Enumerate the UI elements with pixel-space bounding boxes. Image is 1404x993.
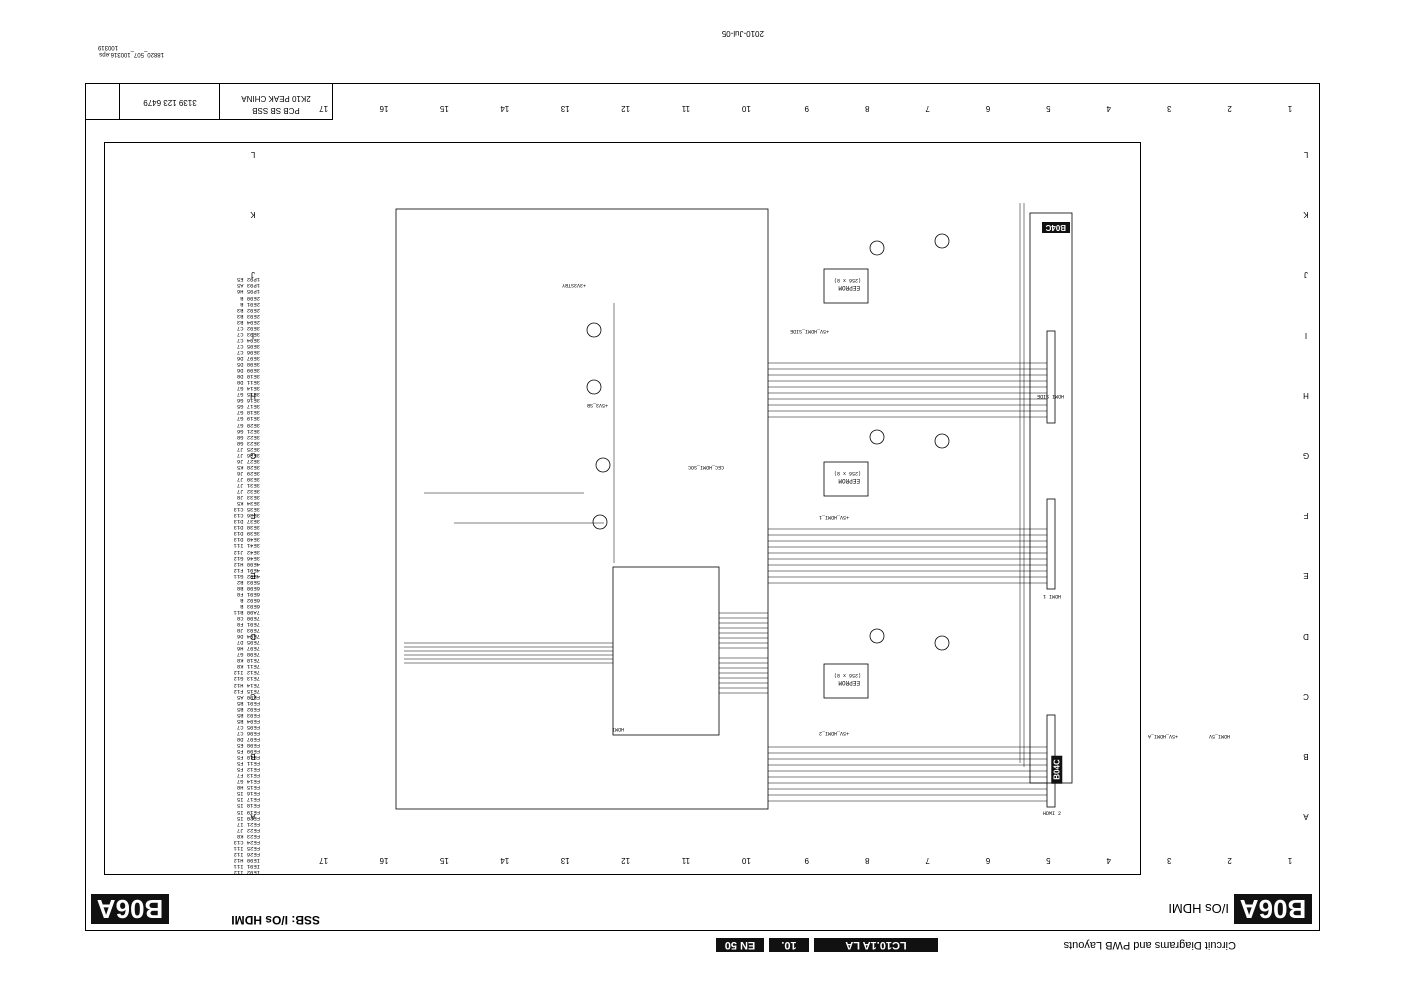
row-letter: G — [1302, 451, 1310, 460]
row-letter: E — [1303, 571, 1309, 581]
column-number: 1 — [1287, 104, 1293, 113]
eeprom-size-3: (256 x 8) — [833, 277, 861, 283]
net-label-5v-hdmi-1: +5V_HDMI_1 — [818, 514, 849, 520]
net-label-5v-hdmi-side: +5V_HDMI_SIDE — [789, 328, 829, 334]
column-number: 3 — [1166, 104, 1172, 113]
column-number: 6 — [985, 104, 991, 113]
row-letter: I — [251, 330, 255, 340]
column-number: 13 — [560, 104, 570, 113]
column-number: 4 — [1106, 104, 1112, 113]
eeprom-size-1: (256 x 8) — [833, 672, 861, 678]
row-letter: C — [1303, 691, 1309, 701]
column-number: 17 — [319, 104, 329, 113]
row-letter: C — [250, 691, 256, 701]
row-letter: D — [250, 631, 256, 641]
column-number: 8 — [864, 104, 870, 113]
net-label-5v3-sb: +5V3_SB — [586, 402, 608, 408]
column-number: 16 — [379, 856, 389, 865]
column-number: 16 — [379, 104, 389, 113]
net-label-3v3stby: +3V3STBY — [561, 282, 586, 288]
column-number: 14 — [500, 856, 510, 865]
column-number: 11 — [681, 856, 691, 865]
row-letter: B — [1303, 752, 1309, 761]
column-number: 15 — [439, 104, 449, 113]
column-number: 4 — [1106, 856, 1112, 865]
column-number: 6 — [985, 856, 991, 865]
column-number: 13 — [560, 856, 570, 865]
column-number: 1 — [1287, 856, 1293, 865]
hdmi-ic-label: HDMI — [611, 726, 624, 732]
column-number: 5 — [1046, 856, 1051, 865]
column-number: 2 — [1227, 856, 1232, 865]
column-number: 12 — [621, 856, 631, 865]
column-number: 7 — [925, 104, 930, 113]
row-letter: L — [1303, 150, 1309, 159]
hdmi2-label: HDMI 2 — [1042, 811, 1061, 817]
column-number: 10 — [741, 856, 751, 865]
net-label-cec-soc: CEC_HDMI_SOC — [687, 464, 724, 470]
row-letter: J — [1304, 270, 1308, 280]
column-number: 10 — [741, 104, 751, 113]
net-label-5v-hdmi-a: +5V_HDMI_A — [1147, 733, 1178, 739]
block-b04c-top: B04C — [1041, 222, 1070, 233]
row-letter: I — [1304, 330, 1308, 340]
column-number: 17 — [319, 856, 329, 865]
column-number: 9 — [804, 856, 810, 865]
row-letter: F — [250, 511, 256, 521]
row-letter: K — [250, 210, 256, 220]
net-label-5v-hdmi-2: +5V_HDMI_2 — [818, 730, 849, 736]
row-letter: H — [250, 390, 256, 400]
column-number: 14 — [500, 104, 510, 113]
eeprom-label-1: EEPROM — [838, 679, 860, 686]
row-letter: F — [1303, 511, 1309, 521]
column-number: 2 — [1227, 104, 1232, 113]
column-number: 9 — [804, 104, 810, 113]
net-label-hdmi-5v: HDMI_5V — [1208, 733, 1230, 739]
eeprom-label-3: EEPROM — [838, 284, 860, 291]
row-letter: A — [250, 812, 256, 822]
column-number: 3 — [1166, 856, 1172, 865]
row-letter: L — [250, 150, 256, 159]
row-letter: E — [250, 571, 256, 581]
row-letter: D — [1303, 631, 1309, 641]
hdmi-side-label: HDMI SIDE — [1036, 393, 1064, 399]
row-letter: K — [1303, 210, 1309, 220]
row-letter: G — [249, 451, 257, 460]
row-letter: B — [250, 752, 256, 761]
eeprom-label-2: EEPROM — [838, 477, 860, 484]
row-letter: H — [1303, 390, 1309, 400]
row-letter: J — [251, 270, 255, 280]
column-number: 15 — [439, 856, 449, 865]
eeprom-size-2: (256 x 8) — [833, 470, 861, 476]
row-letter: A — [1303, 812, 1309, 822]
column-number: 7 — [925, 856, 930, 865]
hdmi1-label: HDMI 1 — [1042, 593, 1061, 599]
column-number: 11 — [681, 104, 691, 113]
block-b04c-bottom: B04C — [1051, 755, 1063, 784]
column-number: 8 — [864, 856, 870, 865]
column-number: 12 — [621, 104, 631, 113]
column-number: 5 — [1046, 104, 1051, 113]
